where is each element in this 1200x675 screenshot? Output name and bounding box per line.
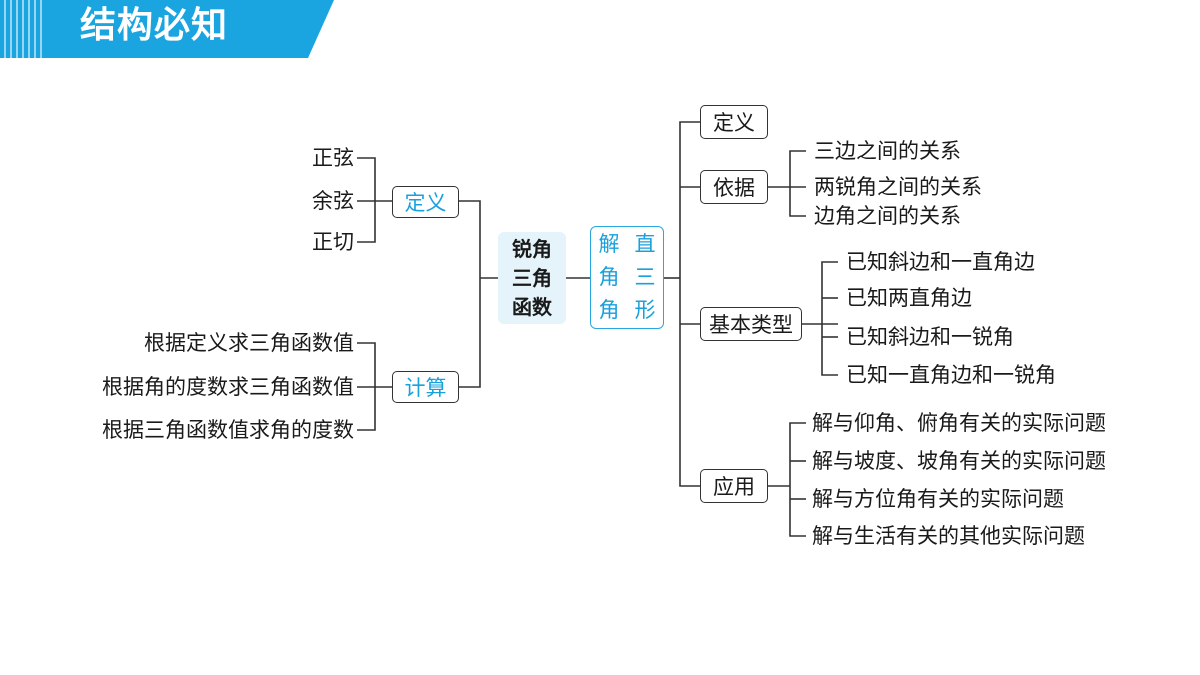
topic-char-3: 角 bbox=[598, 265, 620, 289]
type-item-4: 已知一直角边和一锐角 bbox=[846, 363, 1056, 387]
topic-char-6: 形 bbox=[634, 298, 656, 322]
topic-char-4: 三 bbox=[634, 265, 656, 289]
node-right-definition: 定义 bbox=[700, 105, 768, 139]
center-main-line-3: 函数 bbox=[512, 294, 552, 319]
item-cosine: 余弦 bbox=[312, 189, 354, 213]
node-basis: 依据 bbox=[700, 170, 768, 204]
topic-char-5: 角 bbox=[598, 298, 620, 322]
node-left-calculation: 计算 bbox=[392, 371, 459, 403]
center-main-line-2: 三角 bbox=[512, 265, 552, 290]
item-tangent: 正切 bbox=[312, 230, 354, 254]
item-calc-by-degree: 根据角的度数求三角函数值 bbox=[102, 375, 354, 399]
item-calc-angle-from-value: 根据三角函数值求角的度数 bbox=[102, 418, 354, 442]
topic-char-1: 解 bbox=[598, 232, 620, 256]
node-basic-types: 基本类型 bbox=[700, 307, 802, 341]
item-calc-by-definition: 根据定义求三角函数值 bbox=[144, 331, 354, 355]
type-item-3: 已知斜边和一锐角 bbox=[846, 325, 1014, 349]
center-main-line-1: 锐角 bbox=[512, 236, 552, 261]
topic-char-2: 直 bbox=[634, 232, 656, 256]
node-applications: 应用 bbox=[700, 469, 768, 503]
basis-item-two-acute-angles: 两锐角之间的关系 bbox=[814, 175, 982, 199]
title-banner: 结构必知 bbox=[0, 0, 340, 58]
node-acute-trig-functions: 锐角 三角 函数 bbox=[498, 232, 566, 324]
basis-item-three-sides: 三边之间的关系 bbox=[814, 139, 961, 163]
application-item-2: 解与坡度、坡角有关的实际问题 bbox=[812, 449, 1106, 473]
node-solve-right-triangle: 解 直 角 三 角 形 bbox=[590, 226, 664, 329]
application-item-1: 解与仰角、俯角有关的实际问题 bbox=[812, 411, 1106, 435]
page-title: 结构必知 bbox=[80, 5, 229, 46]
node-left-definition: 定义 bbox=[392, 186, 459, 218]
application-item-3: 解与方位角有关的实际问题 bbox=[812, 487, 1064, 511]
item-sine: 正弦 bbox=[312, 146, 354, 170]
application-item-4: 解与生活有关的其他实际问题 bbox=[812, 524, 1085, 548]
type-item-2: 已知两直角边 bbox=[846, 286, 972, 310]
banner-shape bbox=[0, 0, 334, 58]
basis-item-sides-angles: 边角之间的关系 bbox=[814, 204, 961, 228]
type-item-1: 已知斜边和一直角边 bbox=[846, 250, 1035, 274]
